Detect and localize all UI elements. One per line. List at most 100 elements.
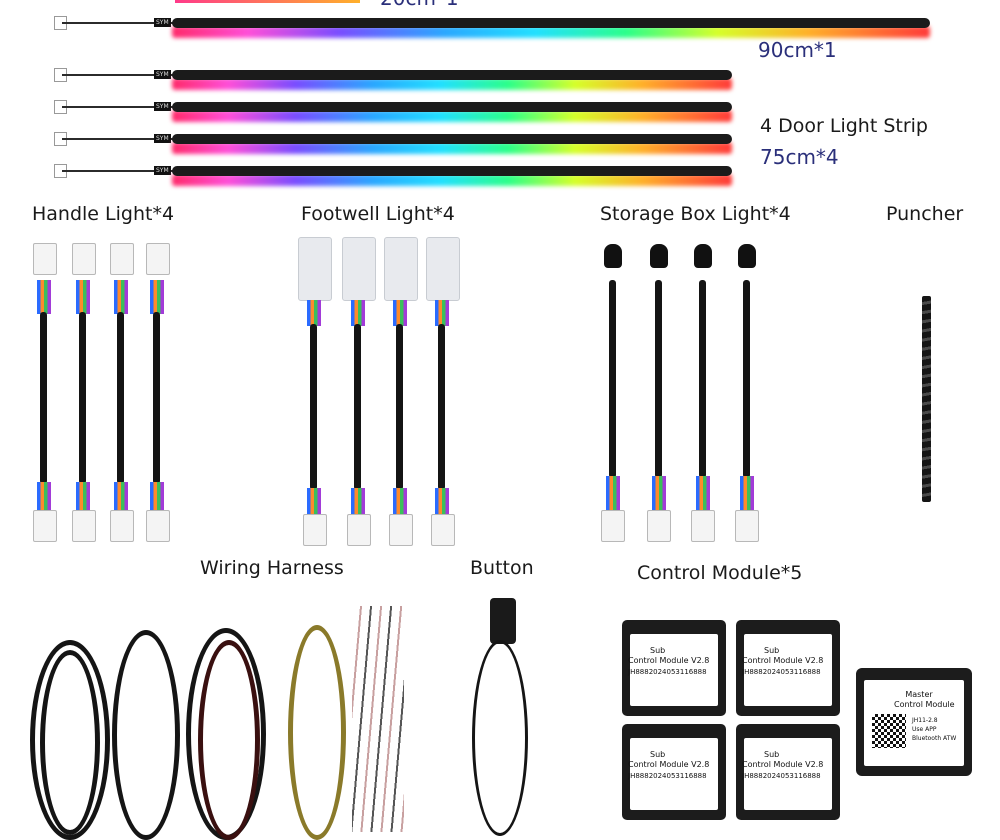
storage-cable [655,280,662,478]
strip-wire [62,138,174,140]
door-strip-2: SYM [54,100,732,122]
footwell-wires-bottom [393,488,407,516]
handle-connector-top [33,243,57,275]
module-label-face [744,634,832,706]
handle-wires-top [76,280,90,314]
module-label-face [630,634,718,706]
sub-control-module: Sub Control Module V2.8 JH88820240531168… [736,620,840,716]
strip-tag: SYM [154,102,171,111]
footwell-light-housing [298,237,332,301]
strip-tag: SYM [154,166,171,175]
handle-connector-bottom [110,510,134,542]
strip-wire [62,22,174,24]
strip-body [172,18,930,28]
door-strip-length-label: 75cm*4 [760,145,839,169]
storage-light-clip [604,244,622,268]
master-bluetooth: Bluetooth ATW [912,735,957,742]
storage-connector [601,510,625,542]
strip-glow [172,174,732,186]
strip-wire [62,74,174,76]
handle-connector-top [110,243,134,275]
module-label-face [744,738,832,810]
storage-connector [691,510,715,542]
module-name: Control Module V2.8 [742,760,824,769]
top-strip-partial [175,0,360,3]
strip-tag: SYM [154,18,171,27]
door-strip-1: SYM [54,68,732,90]
top-strip-length-label: 20cm*1 [380,0,459,10]
button-device [490,598,516,644]
wiring-harness-label: Wiring Harness [200,557,344,579]
control-module-label: Control Module*5 [637,562,803,584]
handle-light-label: Handle Light*4 [32,203,175,225]
sub-control-module: Sub Control Module V2.8 JH88820240531168… [622,620,726,716]
strip-wire [62,170,174,172]
light-strip-90cm: SYM [54,16,930,38]
strip-body [172,166,732,176]
footwell-light-housing [384,237,418,301]
strip-body [172,102,732,112]
master-version: JH11-2.8 [912,717,938,724]
footwell-connector [347,514,371,546]
module-name: Control Module V2.8 [742,656,824,665]
handle-cable [117,312,124,484]
strip-tag: SYM [154,70,171,79]
door-strip-label: 4 Door Light Strip [760,115,928,137]
storage-wires [606,476,620,510]
storage-wires [652,476,666,510]
strip-body [172,70,732,80]
module-title: Sub [650,750,666,759]
footwell-wires-bottom [307,488,321,516]
footwell-cable [310,324,317,490]
footwell-cable [354,324,361,490]
module-name: Control Module V2.8 [628,656,710,665]
module-title: Sub [764,646,780,655]
module-title: Sub [764,750,780,759]
module-code: JH8882024053116888 [742,668,821,676]
strip-tag: SYM [154,134,171,143]
footwell-connector [389,514,413,546]
storage-box-light-label: Storage Box Light*4 [600,203,791,225]
module-label-face [630,738,718,810]
door-strip-4: SYM [54,164,732,186]
puncher-drill-bit [922,296,931,502]
sub-control-module: Sub Control Module V2.8 JH88820240531168… [622,724,726,820]
handle-connector-top [146,243,170,275]
puncher-label: Puncher [886,203,964,225]
footwell-light-label: Footwell Light*4 [301,203,455,225]
footwell-wires-top [307,300,321,326]
strip-wire [62,106,174,108]
handle-cable [79,312,86,484]
handle-connector-bottom [33,510,57,542]
module-title: Sub [650,646,666,655]
strip-body [172,134,732,144]
handle-wires-bottom [150,482,164,512]
long-strip-length-label: 90cm*1 [758,38,837,62]
handle-wires-bottom [37,482,51,512]
master-label-face: Master Control Module JH11-2.8 Use APP B… [864,680,964,766]
handle-wires-top [37,280,51,314]
storage-light-clip [738,244,756,268]
harness-colored-wires [352,606,404,832]
master-app: Use APP [912,726,937,733]
harness-coil [198,640,260,840]
button-cable-coil [472,640,528,836]
handle-connector-top [72,243,96,275]
footwell-light-housing [426,237,460,301]
handle-wires-bottom [76,482,90,512]
strip-glow [172,142,732,154]
strip-glow [172,78,732,90]
master-control-module: Master Control Module JH11-2.8 Use APP B… [856,668,972,776]
module-code: JH8882024053116888 [742,772,821,780]
storage-connector [735,510,759,542]
footwell-cable [396,324,403,490]
handle-cable [40,312,47,484]
storage-cable [699,280,706,478]
footwell-cable [438,324,445,490]
footwell-wires-bottom [435,488,449,516]
storage-cable [609,280,616,478]
storage-light-clip [694,244,712,268]
handle-connector-bottom [72,510,96,542]
master-info: JH11-2.8 Use APP Bluetooth ATW [912,716,956,743]
storage-connector [647,510,671,542]
